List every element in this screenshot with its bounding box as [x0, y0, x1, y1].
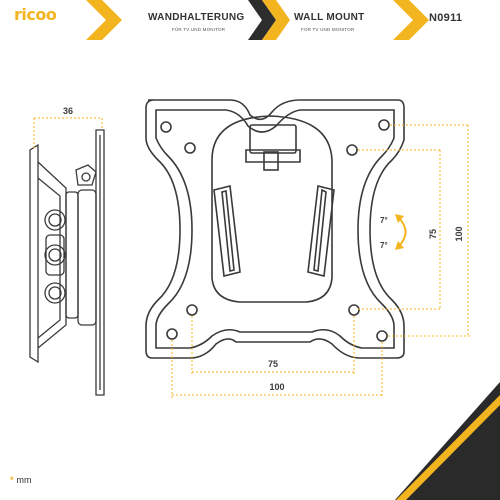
side-view — [29, 129, 105, 396]
vesa-dimension-lines — [171, 124, 470, 398]
header-chevrons — [86, 0, 429, 40]
subtitle-de: FÜR TV UND MONITOR — [172, 27, 226, 32]
model-number: N0911 — [429, 12, 463, 24]
tilt-arrow-icon — [395, 214, 407, 250]
vesa-small-vertical-label: 75 — [428, 229, 438, 239]
vesa-small-horizontal-label: 75 — [268, 359, 278, 369]
unit-legend: *mm — [10, 475, 32, 485]
vesa-large-vertical-label: 100 — [454, 226, 464, 241]
tilt-up-label: 7° — [380, 216, 388, 225]
unit-marker: * — [10, 475, 14, 485]
subtitle-en: FOR TV UND MONITOR — [301, 27, 355, 32]
depth-dimension — [33, 117, 103, 148]
tilt-down-label: 7° — [380, 241, 388, 250]
brand-logo: ricoo — [14, 5, 57, 24]
title-de: WANDHALTERUNG — [148, 12, 245, 23]
corner-band — [395, 382, 500, 500]
depth-label: 36 — [63, 106, 73, 116]
front-view — [145, 99, 405, 359]
vesa-large-horizontal-label: 100 — [269, 382, 284, 392]
title-en: WALL MOUNT — [294, 12, 365, 23]
unit-label: mm — [16, 475, 32, 485]
